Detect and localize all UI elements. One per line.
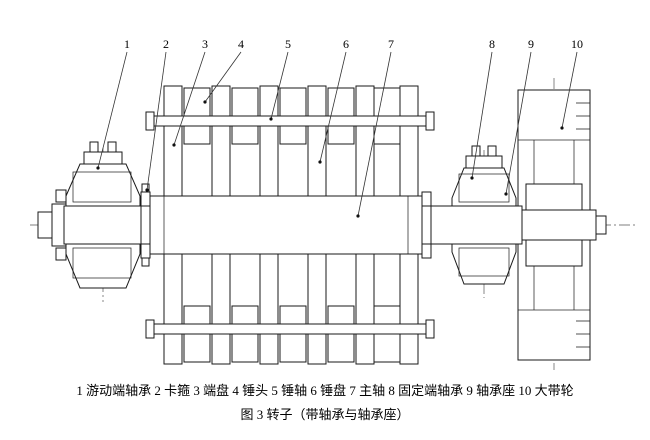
hammer-disc <box>355 253 375 365</box>
callout-8: 8 <box>489 37 495 51</box>
end-disc-left <box>163 253 183 365</box>
clamp-right <box>421 191 432 259</box>
leader-1 <box>97 51 128 169</box>
end-disc-left <box>163 85 183 197</box>
callout-5: 5 <box>285 37 291 51</box>
hammer-axle-bottom <box>153 323 427 335</box>
clamp-bolt <box>141 183 150 193</box>
leader-2 <box>146 51 167 191</box>
leader-3-dot <box>172 143 176 147</box>
hammer-disc <box>211 253 231 365</box>
rotor-hub-lines <box>163 196 409 254</box>
leader-7-dot <box>356 214 360 218</box>
hammer-axle-top <box>153 115 427 127</box>
leader-lines <box>96 51 578 218</box>
end-disc-right <box>399 85 419 197</box>
leader-6 <box>319 51 347 163</box>
callout-numbers: 1 2 3 4 5 6 7 8 9 10 <box>124 37 583 51</box>
callout-1: 1 <box>124 37 130 51</box>
rotor-technical-drawing: 1 2 3 4 5 6 7 8 9 10 <box>30 37 636 370</box>
leader-5 <box>270 51 289 120</box>
callout-4: 4 <box>238 37 244 51</box>
callout-7: 7 <box>388 37 394 51</box>
leader-8 <box>471 51 493 179</box>
left-bearing-bolt <box>107 141 117 153</box>
pulley-rim-top <box>517 89 591 141</box>
hammer-discs-top <box>163 85 419 197</box>
clamp-bolt <box>141 257 150 267</box>
axle-nut <box>425 319 435 339</box>
right-bearing-hatch-top <box>458 173 510 203</box>
left-bearing-hatch-bottom <box>72 247 132 279</box>
leader-10-dot <box>560 126 564 130</box>
left-bearing-hatch-top <box>72 171 132 203</box>
hammer-disc <box>307 85 327 197</box>
hammer-disc <box>259 253 279 365</box>
hammer-disc <box>211 85 231 197</box>
parts-legend: 1 游动端轴承 2 卡箍 3 端盘 4 锤头 5 锤轴 6 锤盘 7 主轴 8 … <box>76 383 574 398</box>
shaft-right-journal <box>419 205 523 245</box>
shaft-rotor-body <box>149 195 423 255</box>
rotor-core <box>140 85 435 365</box>
callout-2: 2 <box>163 37 169 51</box>
leader-4 <box>204 51 242 103</box>
leader-2-dot <box>145 188 149 192</box>
hammer-disc <box>307 253 327 365</box>
callout-9: 9 <box>528 37 534 51</box>
leader-10 <box>561 51 578 129</box>
right-bearing-bolt <box>487 145 497 157</box>
callout-3: 3 <box>202 37 208 51</box>
shaft-end-washer <box>595 215 607 235</box>
right-bearing-cap <box>465 155 503 169</box>
leader-1-dot <box>96 166 100 170</box>
left-bearing-bolt <box>89 141 99 153</box>
left-bearing-locknut <box>55 189 67 203</box>
figure-caption: 图 3 转子（带轴承与轴承座） <box>240 407 410 422</box>
shaft-left-journal <box>63 205 153 245</box>
leader-6-dot <box>318 160 322 164</box>
axle-nut <box>145 319 155 339</box>
leader-9-dot <box>504 192 508 196</box>
leader-4-dot <box>203 100 207 104</box>
callout-10: 10 <box>571 37 583 51</box>
shaft-pulley-end <box>521 209 597 241</box>
axle-nut <box>425 111 435 131</box>
hammer-discs-bottom <box>163 253 419 365</box>
leader-3 <box>173 51 206 146</box>
left-bearing-locknut <box>55 247 67 261</box>
leader-9 <box>505 51 532 195</box>
shaft-left-end <box>37 211 53 239</box>
end-disc-right <box>399 253 419 365</box>
leader-5-dot <box>269 117 273 121</box>
left-bearing-cap <box>83 151 123 165</box>
leader-7 <box>357 51 392 217</box>
leader-8-dot <box>470 176 474 180</box>
main-shaft <box>63 195 607 255</box>
callout-6: 6 <box>343 37 349 51</box>
pulley-rim-bottom <box>517 309 591 361</box>
hammer-disc <box>259 85 279 197</box>
pulley-belt-grooves <box>576 102 590 348</box>
right-bearing-hatch-bottom <box>458 247 510 277</box>
axle-nut <box>145 111 155 131</box>
